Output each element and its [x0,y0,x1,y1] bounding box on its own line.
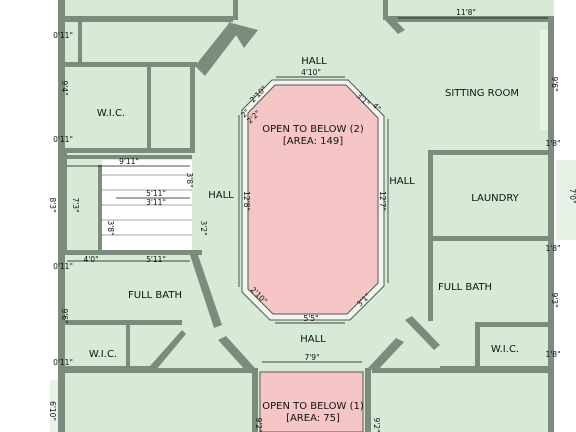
full-bath-left-diagonal [190,255,222,328]
open-to-below-2-area-label: [AREA: 149] [283,136,343,147]
dim-left-wall-g: 0'11" [53,358,73,367]
diagonal-wall-top-right [385,20,405,34]
outer-wall-top-left [58,16,233,22]
laundry-left-wall [428,150,433,238]
angled-wall-top [228,22,258,48]
dim-bottom-width: 5'5" [303,314,318,323]
wic-bottom-right-left-wall [475,322,480,372]
dim-stair-width: 9'11" [119,157,139,166]
dim-stair-bottom-a: 4'0" [83,255,98,264]
window-left-bottom [50,380,58,432]
upper-bay-wall-2 [383,0,388,20]
dim-right-wall-e: 9'3" [550,292,559,307]
window-right-top [540,30,548,130]
stair-wall-mid [98,165,102,250]
room-label-wic-top: W.I.C. [97,108,125,119]
dim-otb1-side-right: 9'2" [372,417,381,432]
diagonal-wall-top-left [195,22,240,76]
room-label-wic-bottom-right: W.I.C. [491,344,519,355]
dim-left-wall-e: 0'11" [53,262,73,271]
stair-wall-bottom [62,250,202,255]
open-to-below-2-area [247,84,379,315]
bottom-wall-diagonal-left [218,336,255,372]
outer-wall-right [548,20,554,432]
otb1-wall-left [252,368,258,432]
wic-top-wall-right [190,62,195,152]
wic-bottom-right-top-wall [475,322,553,327]
outer-wall-left [58,0,65,432]
dim-top-right-run: 11'8" [456,8,476,17]
dim-left-wall-f: 9'6" [60,308,69,323]
stair-rail-top [62,155,192,159]
room-label-sitting-room: SITTING ROOM [445,88,519,99]
full-bath-left-bottom-wall [62,320,182,325]
dim-otb1-width: 7'9" [304,353,319,362]
sitting-room-bottom-wall [428,150,553,155]
dim-left-wall-a: 0'11" [53,31,73,40]
bottom-wall-diagonal-right [368,338,404,372]
room-label-laundry: LAUNDRY [471,193,519,204]
dim-stair-inner-a: 5'11" [146,189,166,198]
dim-stair-height: 7'3" [71,197,80,212]
closet-wall [78,20,82,62]
bottom-wall-left [62,368,252,373]
open-to-below-1-title: OPEN TO BELOW (1) [262,401,364,412]
dim-left-wall-h: 6'10" [48,401,57,421]
upper-bay-wall [233,0,238,20]
room-label-full-bath-left: FULL BATH [128,290,182,301]
room-label-wic-bottom-left: W.I.C. [89,349,117,360]
open-to-below-1-area-label: [AREA: 75] [286,413,340,424]
dim-stair-riser-a: 3'8" [185,172,194,187]
full-bath-right-diagonal [405,316,440,350]
dim-stair-landing: 3'8" [106,220,115,235]
room-label-hall-top: HALL [301,56,327,67]
wic-top-wall-lower [62,148,195,153]
stair-treads [102,174,192,236]
dim-left-height: 12'8" [242,191,251,211]
full-bath-right-left-wall [428,241,433,321]
dim-otb1-side-left: 9'2" [254,417,263,432]
dim-left-wall-b: 9'4" [60,80,69,95]
dim-left-wall-c: 0'11" [53,135,73,144]
room-label-hall-right: HALL [389,176,415,187]
dim-right-wall-d: 1'8" [545,244,560,253]
dim-stair-inner-b: 3'11" [146,198,166,207]
laundry-bottom-wall [428,236,553,241]
dim-right-height: 12'7" [378,191,387,211]
stair-wall-left [62,152,67,252]
dim-left-wall-d: 8'3" [48,197,57,212]
wic-bottom-left-right-wall [126,325,130,370]
wic-top-divider [147,62,151,152]
wic-bottom-left-diagonal [150,330,186,370]
dim-top-width: 4'10" [301,68,321,77]
room-label-hall-bottom: HALL [300,334,326,345]
room-label-hall-left: HALL [208,190,234,201]
dim-stair-bottom-b: 5'11" [146,255,166,264]
dim-right-wall-a: 9'6" [550,76,559,91]
dim-stair-riser-b: 3'2" [199,220,208,235]
open-to-below-2-title: OPEN TO BELOW (2) [262,124,364,135]
room-label-full-bath-right: FULL BATH [438,282,492,293]
outer-wall-top-right [388,16,554,22]
dim-right-wall-f: 1'8" [545,350,560,359]
wic-top-wall-upper [62,62,197,67]
otb1-wall-right [365,368,371,432]
window-right-mid [556,160,576,240]
dim-right-wall-c: 7'0" [568,188,576,203]
dim-right-wall-b: 1'8" [545,139,560,148]
open-to-below-1-area [259,371,364,432]
bottom-wall-right [372,368,553,373]
